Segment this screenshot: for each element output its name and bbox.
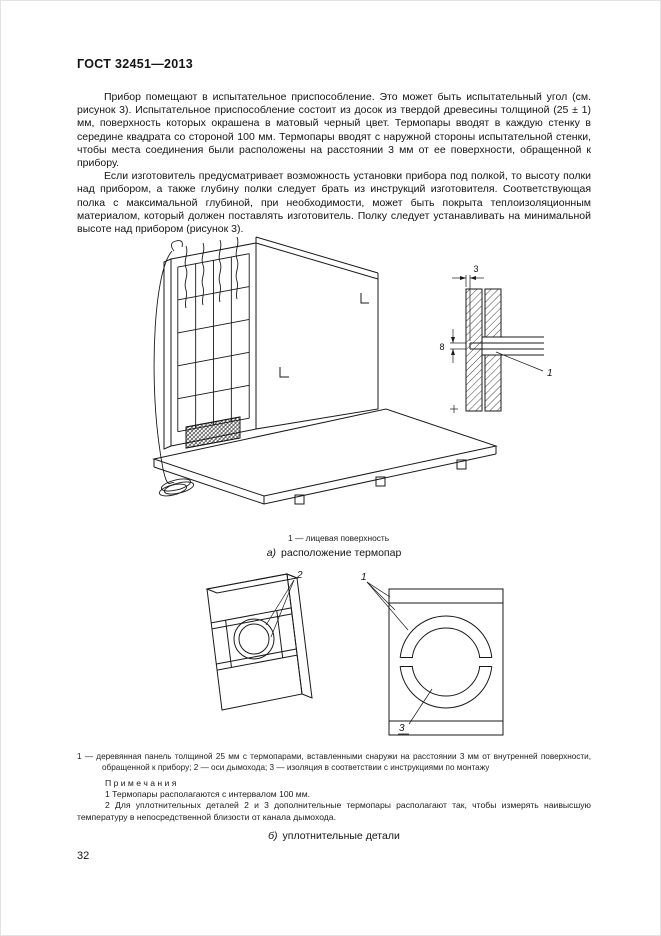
figure-b-legend: 1 — деревянная панель толщиной 25 мм с т… xyxy=(77,752,591,772)
detail-dim-3-label: 3 xyxy=(473,264,478,274)
figure-a-caption-marker: а) xyxy=(266,547,277,559)
wall-board-section xyxy=(465,288,483,412)
thermocouple-grid xyxy=(178,254,249,432)
standard-number-header: ГОСТ 32451—2013 xyxy=(77,57,194,71)
thermocouple-detail xyxy=(450,275,544,413)
leader-insulation xyxy=(408,688,433,725)
figure-a-legend: 1 — лицевая поверхность xyxy=(288,533,390,543)
floor-foot xyxy=(456,459,467,470)
part-label-face-surface: 1 xyxy=(547,368,553,379)
seal-front-view xyxy=(366,581,504,736)
seal-ring-inner xyxy=(411,627,481,697)
leader-face-surface xyxy=(495,351,544,372)
figure-a-caption: а) расположение термопар xyxy=(77,547,591,559)
panel-front-outline xyxy=(388,588,504,736)
floor-foot xyxy=(294,494,305,505)
body-text: Прибор помещают в испытательное приспосо… xyxy=(77,91,591,236)
note-item: 2 Для уплотнительных деталей 2 и 3 допол… xyxy=(77,800,591,822)
page-number: 32 xyxy=(77,850,90,862)
thermocouple-wires xyxy=(153,236,239,484)
flue-hole xyxy=(233,618,275,660)
paragraph-shelf: Если изготовитель предусматривает возмож… xyxy=(77,170,591,236)
floor-foot xyxy=(375,476,386,487)
floor-top xyxy=(152,408,498,497)
dimension-8mm xyxy=(450,329,466,413)
figure-a-caption-text: расположение термопар xyxy=(281,547,402,559)
figure-b-drawing: 2 1 3 xyxy=(205,570,504,736)
figure-a-drawing: 3 8 1 xyxy=(146,231,553,531)
part-label-flue-axes: 2 xyxy=(296,570,303,581)
detail-dim-8-label: 8 xyxy=(439,342,444,352)
notes-block: П р и м е ч а н и я 1 Термопары располаг… xyxy=(77,778,591,823)
wire-coil xyxy=(158,478,195,497)
part-label-insulation: 3 xyxy=(399,723,405,734)
test-corner-isometric xyxy=(152,236,498,505)
wood-panel-face xyxy=(206,573,303,711)
leader-flue-axis xyxy=(265,579,295,626)
paragraph-test-rig: Прибор помещают в испытательное приспосо… xyxy=(77,91,591,170)
figure-b-caption-marker: б) xyxy=(268,830,278,842)
figure-b-caption: б) уплотнительные детали xyxy=(77,830,591,842)
figure-b-caption-text: уплотнительные детали xyxy=(282,830,400,842)
panel-isometric xyxy=(205,573,313,711)
note-item: 1 Термопары располагаются с интервалом 1… xyxy=(105,789,311,800)
dimension-3mm xyxy=(452,275,484,341)
wall-bracket-mark xyxy=(279,367,289,378)
thermocouple-probe xyxy=(469,342,544,350)
leader-panel xyxy=(366,581,391,598)
part-label-panel: 1 xyxy=(361,572,367,583)
back-test-wall xyxy=(255,242,379,430)
notes-title: П р и м е ч а н и я xyxy=(105,778,177,788)
